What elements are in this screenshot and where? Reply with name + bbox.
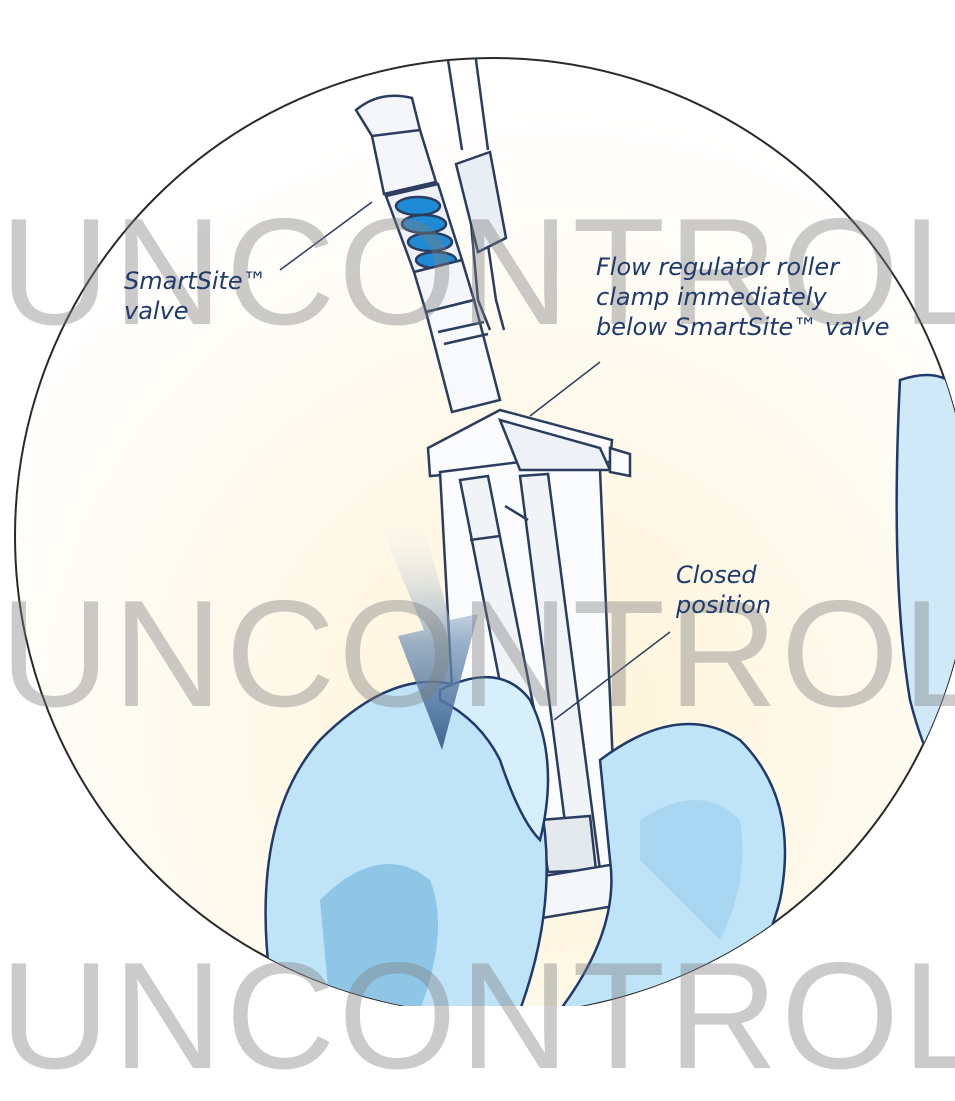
- smartsite-label-line-2: valve: [124, 296, 267, 326]
- closed-label-line-2: position: [676, 590, 771, 620]
- flow-label-line-3: below SmartSite™ valve: [596, 312, 889, 342]
- illustration: [0, 0, 955, 1006]
- flow-regulator-label: Flow regulator roller clamp immediately …: [596, 252, 889, 342]
- closed-label-line-1: Closed: [676, 560, 771, 590]
- smartsite-valve-label: SmartSite™ valve: [124, 266, 267, 326]
- smartsite-label-line-1: SmartSite™: [124, 266, 267, 296]
- closed-position-label: Closed position: [676, 560, 771, 620]
- flow-label-line-2: clamp immediately: [596, 282, 889, 312]
- flow-label-line-1: Flow regulator roller: [596, 252, 889, 282]
